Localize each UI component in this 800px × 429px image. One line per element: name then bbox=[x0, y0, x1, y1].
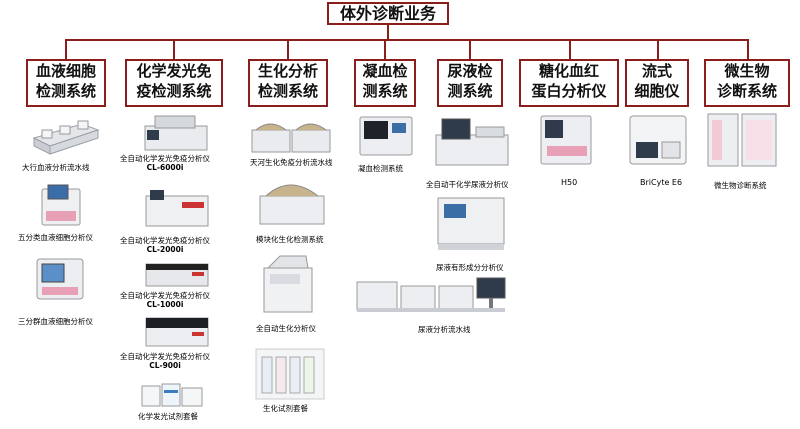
product-label: 全自动化学发光免疫分析仪 CL-900i bbox=[120, 352, 210, 370]
product-label: 尿液分析流水线 bbox=[418, 325, 471, 334]
product-name: 全自动化学发光免疫分析仪 bbox=[120, 291, 210, 300]
category-flow-cytometer: 流式 细胞仪 bbox=[625, 59, 689, 107]
product-label: 天河生化免疫分析流水线 bbox=[250, 158, 333, 167]
branch-connector bbox=[65, 39, 67, 59]
product-label: 全自动生化分析仪 bbox=[256, 324, 316, 333]
product-label: 全自动化学发光免疫分析仪 CL-2000i bbox=[120, 236, 210, 254]
product-label: 五分类血液细胞分析仪 bbox=[18, 233, 93, 242]
three-part-analyzer-image bbox=[36, 258, 84, 300]
branch-connector bbox=[384, 39, 386, 59]
cl-1000i-image bbox=[145, 263, 209, 287]
auto-biochem-image bbox=[263, 255, 313, 313]
modular-biochem-image bbox=[259, 184, 325, 225]
product-label: BriCyte E6 bbox=[640, 178, 683, 187]
product-label: 大行血液分析流水线 bbox=[22, 163, 90, 172]
blood-line-image bbox=[32, 120, 100, 155]
cl-reagent-kit-image bbox=[141, 383, 203, 407]
branch-connector bbox=[287, 39, 289, 59]
product-name: 全自动化学发光免疫分析仪 bbox=[120, 236, 210, 245]
branch-connector bbox=[657, 39, 659, 59]
category-microbiology: 微生物 诊断系统 bbox=[704, 59, 790, 107]
tianhe-line-image bbox=[251, 123, 331, 153]
root-connector bbox=[387, 25, 389, 40]
branch-connector bbox=[569, 39, 571, 59]
biochem-reagent-kit-image bbox=[255, 348, 325, 400]
product-name: 全自动化学发光免疫分析仪 bbox=[120, 352, 210, 361]
product-model: CL-2000i bbox=[146, 245, 184, 254]
cl-2000i-image bbox=[145, 190, 209, 227]
product-name: 全自动化学发光免疫分析仪 bbox=[120, 154, 210, 163]
product-label: 全自动化学发光免疫分析仪 CL-6000i bbox=[120, 154, 210, 172]
product-label: 三分群血液细胞分析仪 bbox=[18, 317, 93, 326]
dry-chem-urine-image bbox=[435, 118, 509, 166]
category-coagulation: 凝血检 测系统 bbox=[354, 59, 416, 107]
root-node: 体外诊断业务 bbox=[327, 2, 449, 25]
bricyte-e6-image bbox=[629, 115, 687, 165]
branch-connector bbox=[747, 39, 749, 59]
coagulation-image bbox=[359, 116, 413, 156]
product-label: 全自动化学发光免疫分析仪 CL-1000i bbox=[120, 291, 210, 309]
product-label: 化学发光试剂套餐 bbox=[138, 412, 198, 421]
category-biochemistry: 生化分析 检测系统 bbox=[248, 59, 328, 107]
product-label: H50 bbox=[561, 178, 578, 187]
category-blood-cell: 血液细胞 检测系统 bbox=[26, 59, 106, 107]
product-label: 微生物诊断系统 bbox=[714, 181, 767, 190]
product-model: CL-900i bbox=[149, 361, 181, 370]
five-part-analyzer-image bbox=[41, 184, 81, 226]
urine-sediment-image bbox=[437, 197, 505, 250]
product-model: CL-6000i bbox=[146, 163, 184, 172]
cl-6000i-image bbox=[144, 115, 208, 151]
product-model: CL-1000i bbox=[146, 300, 184, 309]
category-hba1c: 糖化血红 蛋白分析仪 bbox=[519, 59, 619, 107]
microbiology-image bbox=[707, 113, 777, 167]
product-label: 尿液有形成分分析仪 bbox=[436, 263, 504, 272]
urine-line-image bbox=[356, 277, 506, 312]
product-label: 凝血检测系统 bbox=[358, 164, 403, 173]
category-urine: 尿液检 测系统 bbox=[437, 59, 503, 107]
product-label: 生化试剂套餐 bbox=[263, 404, 308, 413]
horizontal-connector bbox=[65, 39, 749, 41]
product-label: 模块化生化检测系统 bbox=[256, 235, 324, 244]
branch-connector bbox=[173, 39, 175, 59]
branch-connector bbox=[469, 39, 471, 59]
cl-900i-image bbox=[145, 317, 209, 347]
product-label: 全自动干化学尿液分析仪 bbox=[426, 180, 509, 189]
category-chemiluminescence: 化学发光免 疫检测系统 bbox=[125, 59, 223, 107]
h50-image bbox=[540, 115, 592, 165]
